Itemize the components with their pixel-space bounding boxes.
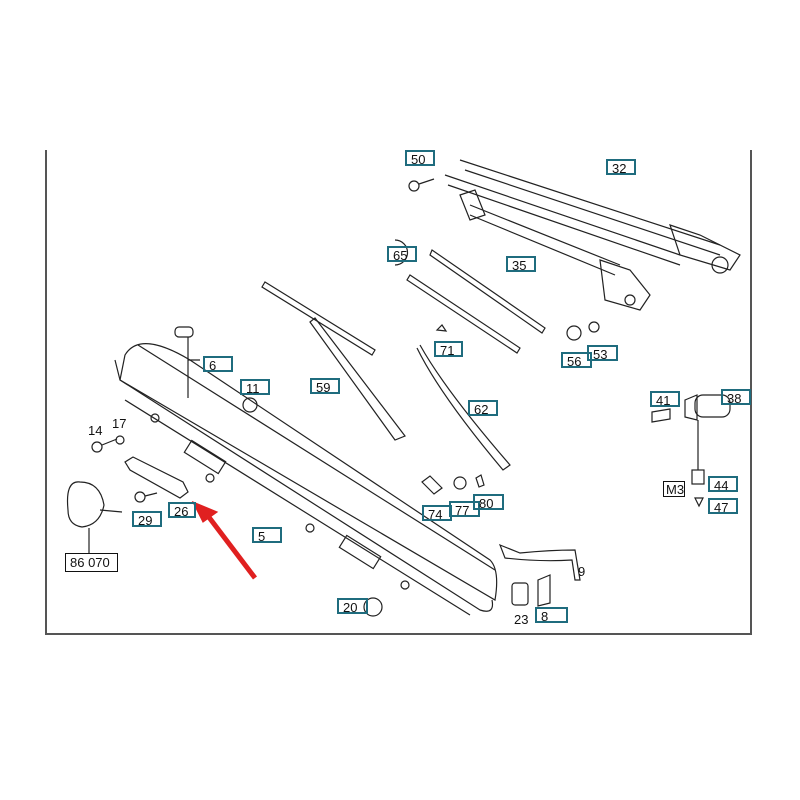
callout-86-070: 86 070: [65, 553, 118, 572]
wiper-blades: [261, 239, 546, 471]
wiper-linkage: [444, 159, 741, 311]
callout-5: 5: [252, 527, 282, 544]
callout-23: 23: [514, 612, 529, 627]
callout-47: 47: [708, 498, 738, 515]
trim-parts-icon: [363, 474, 581, 617]
clip-icon: [242, 397, 258, 413]
callout-71: 71: [434, 341, 463, 358]
screw-icon: [134, 491, 158, 503]
tow-hook-cover-icon: [66, 481, 123, 553]
bracket-icon: [124, 456, 189, 499]
callout-20: 20: [337, 598, 368, 615]
callout-59: 59: [310, 378, 340, 395]
red-arrow-pointing-to-part-26: [191, 500, 257, 580]
callout-50: 50: [405, 150, 435, 167]
callout-53: 53: [587, 345, 618, 362]
callout-26: 26: [168, 502, 196, 519]
callout-65: 65: [387, 246, 417, 263]
nut-and-washer-icons: [435, 321, 600, 341]
bumper: [114, 343, 498, 616]
callout-74: 74: [422, 505, 452, 522]
callout-17: 17: [112, 416, 127, 431]
bolt-icon: [408, 178, 435, 192]
callout-80: 80: [473, 494, 504, 511]
callout-44: 44: [708, 476, 738, 493]
callout-11: 11: [240, 379, 270, 396]
callout-29: 29: [132, 511, 162, 528]
bumper-pin-icon: [174, 326, 200, 398]
callout-35: 35: [506, 256, 536, 273]
screw-icon: [91, 435, 125, 453]
callout-38: 38: [721, 389, 751, 406]
callout-62: 62: [468, 400, 498, 417]
diagram-frame: [45, 150, 752, 635]
callout-8: 8: [535, 607, 568, 624]
washer-pump-icon: [651, 394, 731, 508]
callout-9: 9: [578, 564, 586, 579]
callout-M3: M3: [663, 481, 685, 497]
callout-32: 32: [606, 159, 636, 176]
callout-6: 6: [203, 356, 233, 373]
callout-14: 14: [88, 423, 103, 438]
callout-41: 41: [650, 391, 680, 408]
